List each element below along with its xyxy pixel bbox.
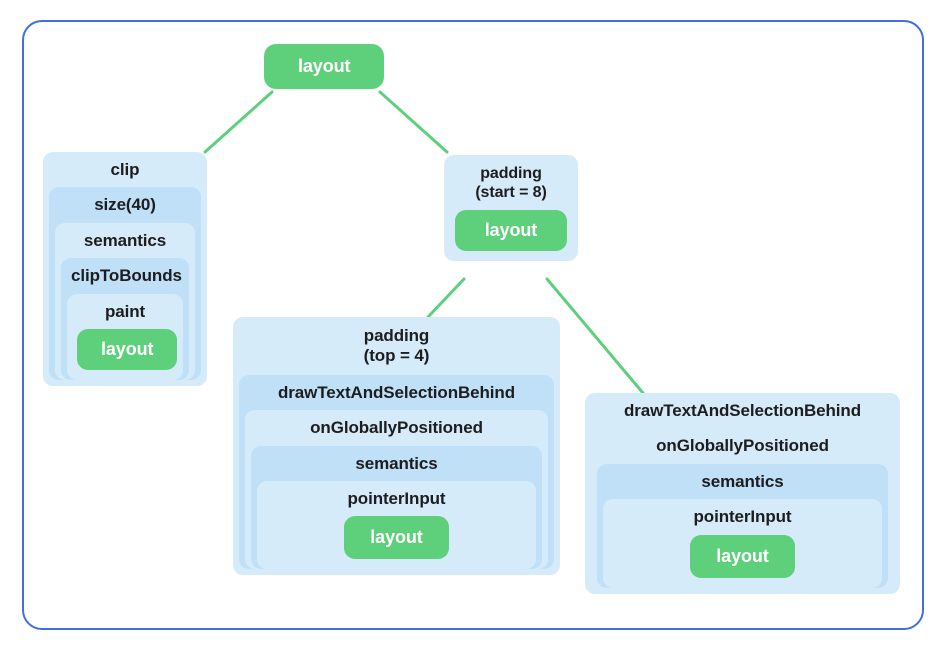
chip-wrap-padding-top-leaf: layout <box>257 516 536 569</box>
chip-wrap-clip-leaf: layout <box>67 328 183 380</box>
node-paint[interactable]: paint layout <box>67 293 183 380</box>
node-semantics[interactable]: semantics pointerInput layout <box>597 463 888 588</box>
node-drawtextandselectionbehind[interactable]: drawTextAndSelectionBehind onGloballyPos… <box>239 374 554 570</box>
node-label-padding-top-line2: (top = 4) <box>363 346 430 366</box>
node-label-pointerinput: pointerInput <box>347 488 446 508</box>
node-label-padding-top-line1: padding <box>363 326 430 345</box>
node-semantics[interactable]: semantics pointerInput layout <box>251 445 542 570</box>
node-clip-stack[interactable]: clip size(40) semantics clipToBounds pai… <box>43 152 207 386</box>
node-pointerinput[interactable]: pointerInput layout <box>603 499 882 588</box>
node-label-pointerinput: pointerInput <box>693 507 792 527</box>
node-ongloballypositioned[interactable]: onGloballyPositioned semantics pointerIn… <box>591 428 894 588</box>
node-label-semantics: semantics <box>83 230 167 250</box>
chip-layout[interactable]: layout <box>690 534 795 578</box>
node-label-ongloballypositioned: onGloballyPositioned <box>310 418 483 438</box>
node-label-clip: clip <box>110 160 140 179</box>
chip-wrap-padding-start-leaf: layout <box>444 210 578 261</box>
node-label-drawtextandselectionbehind: drawTextAndSelectionBehind <box>277 382 515 402</box>
chip-layout[interactable]: layout <box>264 44 385 89</box>
node-label-padding-start-line2: (start = 8) <box>475 184 547 202</box>
node-semantics[interactable]: semantics clipToBounds paint layout <box>55 222 195 380</box>
chip-layout[interactable]: layout <box>344 516 449 560</box>
node-label-ongloballypositioned: onGloballyPositioned <box>656 436 829 456</box>
chip-layout[interactable]: layout <box>77 328 178 370</box>
node-size40[interactable]: size(40) semantics clipToBounds paint la… <box>49 187 201 380</box>
node-label-semantics: semantics <box>701 471 784 491</box>
node-pointerinput[interactable]: pointerInput layout <box>257 480 536 570</box>
chip-layout[interactable]: layout <box>454 210 568 252</box>
node-label-padding-top: padding (top = 4) <box>233 317 560 375</box>
node-ongloballypositioned[interactable]: onGloballyPositioned semantics pointerIn… <box>245 410 548 570</box>
node-label-padding-start-line1: padding <box>480 165 542 182</box>
diagram-frame-border <box>22 20 924 630</box>
node-label-size40: size(40) <box>94 195 156 215</box>
node-cliptobounds[interactable]: clipToBounds paint layout <box>61 258 189 380</box>
node-label-padding-start: padding (start = 8) <box>444 155 578 210</box>
node-root-layout[interactable]: layout <box>264 44 385 89</box>
chip-wrap-draw-right-leaf: layout <box>603 534 882 588</box>
node-padding-start[interactable]: padding (start = 8) layout <box>444 155 578 262</box>
node-label-semantics: semantics <box>355 453 438 473</box>
node-label-cliptobounds: clipToBounds <box>71 266 182 286</box>
node-label-paint: paint <box>104 301 146 321</box>
node-label-drawtextandselectionbehind: drawTextAndSelectionBehind <box>623 401 861 420</box>
node-draw-text-right-stack[interactable]: drawTextAndSelectionBehind onGloballyPos… <box>585 393 900 594</box>
node-padding-top-stack[interactable]: padding (top = 4) drawTextAndSelectionBe… <box>233 317 560 576</box>
